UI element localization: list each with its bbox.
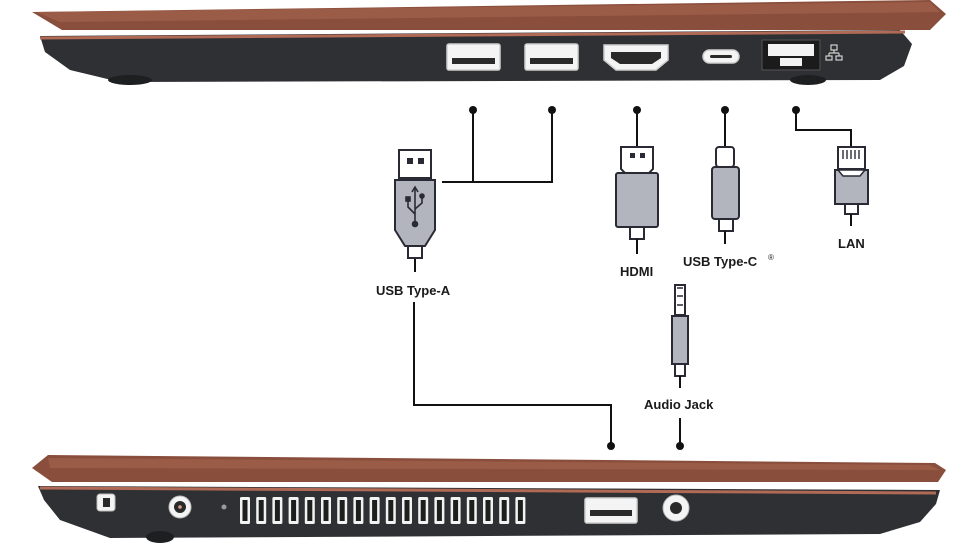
usb-a-lower-line: [413, 302, 612, 446]
vent-slot-inner: [372, 500, 378, 521]
usb-symbol-icon: [405, 185, 425, 228]
usb-c-plug-icon: [711, 146, 740, 244]
usb-a-dot-1: [469, 106, 477, 114]
laptop-bottom-side-view: [32, 455, 946, 543]
usb-a-port-2: [524, 43, 579, 71]
usb-a-dot-2: [548, 106, 556, 114]
vent-slot-inner: [355, 500, 361, 521]
laptop-top-foot-left: [108, 75, 152, 85]
laptop-top-lid-highlight: [36, 2, 940, 22]
laptop-top-side-view: [32, 0, 946, 85]
laptop-bottom-foot: [146, 531, 174, 543]
air-vent-grille: [240, 497, 526, 524]
laptop-top-foot-right: [790, 75, 826, 85]
usb-a-line-2: [473, 110, 553, 183]
laptop-bottom-lid-highlight: [48, 458, 940, 470]
vent-slot-inner: [517, 500, 523, 521]
lan-line: [795, 110, 852, 146]
vent-slot-inner: [501, 500, 507, 521]
hdmi-plug-icon: [615, 146, 659, 254]
vent-slot-inner: [291, 500, 297, 521]
usb-a-line: [442, 110, 474, 183]
lan-port: [761, 39, 821, 71]
usb-a-port-3: [584, 497, 638, 524]
status-led: [221, 504, 227, 510]
audio-jack-plug-icon: [671, 284, 689, 388]
vent-slot-inner: [258, 500, 264, 521]
vent-slot-inner: [453, 500, 459, 521]
vent-slot-inner: [404, 500, 410, 521]
label-usb-type-c-registered: ®: [768, 253, 774, 262]
vent-slot-inner: [485, 500, 491, 521]
audio-dot: [676, 442, 684, 450]
label-usb-type-a: USB Type-A: [376, 283, 451, 298]
laptop-bottom-trim: [39, 486, 937, 495]
network-icon: [825, 44, 843, 61]
vent-slot-inner: [420, 500, 426, 521]
usb-c-port: [702, 49, 740, 64]
vent-slot-inner: [274, 500, 280, 521]
vent-slot-inner: [323, 500, 329, 521]
lan-dot: [792, 106, 800, 114]
hdmi-port: [603, 44, 669, 71]
vent-slot-inner: [469, 500, 475, 521]
usb-a-port-1: [446, 43, 501, 71]
audio-jack-port: [662, 494, 690, 522]
label-audio-jack: Audio Jack: [644, 397, 714, 412]
vent-slot-inner: [436, 500, 442, 521]
hdmi-dot: [633, 106, 641, 114]
vent-slot-inner: [388, 500, 394, 521]
dc-in-port: [168, 495, 192, 519]
security-lock-slot: [96, 493, 116, 512]
label-usb-type-c: USB Type-C: [683, 254, 758, 269]
label-lan: LAN: [838, 236, 865, 251]
usb-c-dot: [721, 106, 729, 114]
usb-a-lower-dot: [607, 442, 615, 450]
vent-slot-inner: [339, 500, 345, 521]
label-hdmi: HDMI: [620, 264, 653, 279]
laptop-top-trim: [39, 30, 906, 40]
connector-lines: [413, 106, 852, 450]
vent-slot-inner: [307, 500, 313, 521]
usb-a-plug-icon: [394, 149, 436, 272]
vent-slot-inner: [242, 500, 248, 521]
lan-plug-icon: [834, 146, 869, 226]
